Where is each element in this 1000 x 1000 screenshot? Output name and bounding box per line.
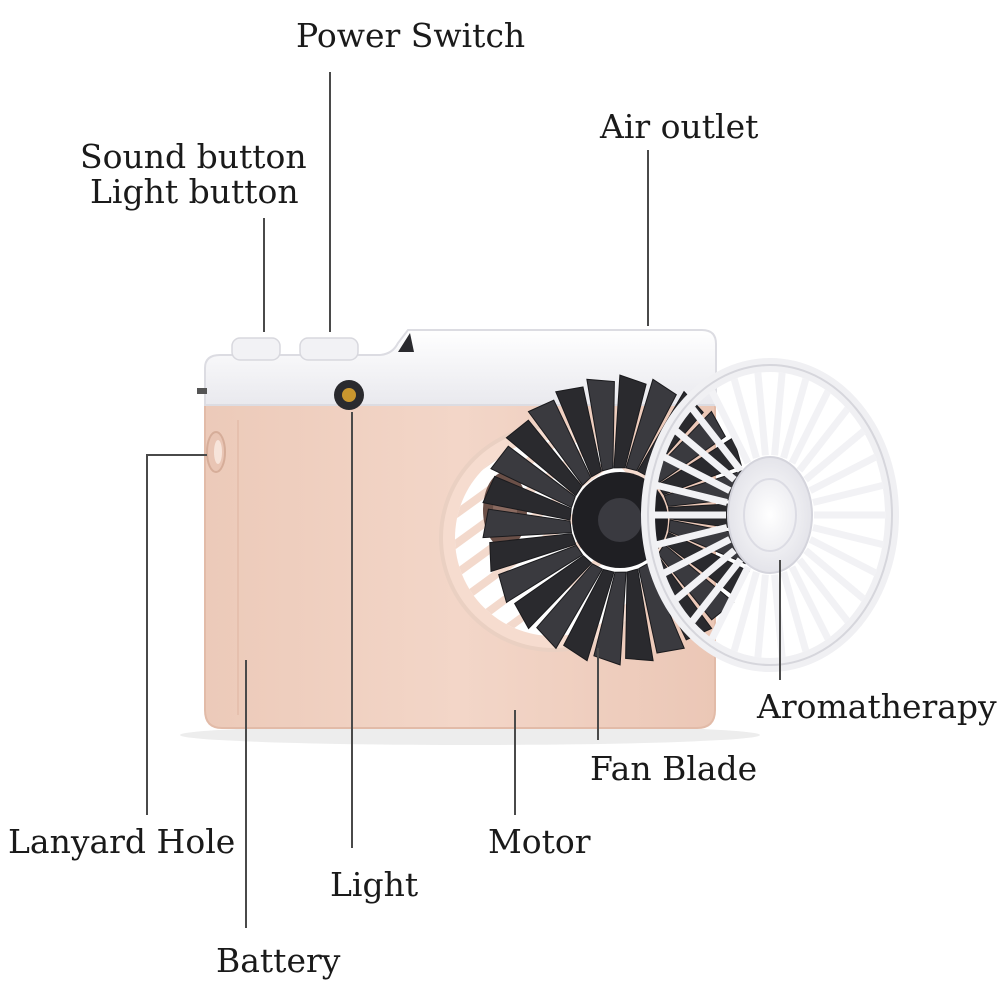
aroma-grille-spoke xyxy=(730,378,760,459)
top-notch xyxy=(398,333,414,352)
aroma-grille-spoke xyxy=(655,524,728,549)
sound-light-button-icon xyxy=(231,337,281,361)
light-lens-core xyxy=(342,388,356,402)
fan-blade-segment xyxy=(513,555,593,630)
aroma-grille-spoke xyxy=(754,574,769,658)
label-air-outlet: Air outlet xyxy=(600,107,759,146)
fan-blade-segment xyxy=(625,378,677,472)
label-motor: Motor xyxy=(488,822,591,861)
aroma-grille-spoke xyxy=(708,565,752,641)
aroma-grille-spoke xyxy=(655,481,728,506)
aroma-grille-spoke xyxy=(808,453,878,494)
aroma-grille-spoke xyxy=(812,524,885,549)
aroma-grille-spoke xyxy=(812,481,885,506)
lanyard-hole-inner xyxy=(214,440,222,464)
aroma-grille-spoke xyxy=(796,557,851,624)
aroma-grille-spoke xyxy=(803,547,867,602)
label-aromatherapy: Aromatherapy xyxy=(757,687,997,726)
fan-blade-segment xyxy=(563,568,615,662)
floor-shadow xyxy=(180,725,760,745)
aroma-grille-spoke xyxy=(708,389,752,465)
aroma-grille-spoke xyxy=(673,547,737,602)
fan-blade-segment xyxy=(498,544,584,604)
aroma-grille-spoke xyxy=(754,372,769,456)
aroma-grille-spoke xyxy=(788,565,832,641)
aroma-grille-spoke xyxy=(796,406,851,473)
label-light-button: Light button xyxy=(90,172,299,211)
aroma-grille-spoke xyxy=(730,571,760,652)
aroma-grille-spoke xyxy=(689,557,744,624)
fan-blade-segment xyxy=(536,563,603,650)
side-port xyxy=(197,388,207,394)
label-battery: Battery xyxy=(216,941,341,980)
aroma-grille-rim-edge xyxy=(647,364,893,666)
fan-blade-segment xyxy=(586,378,615,472)
aroma-grille-spoke xyxy=(662,453,732,494)
aroma-grille-spoke xyxy=(803,428,867,483)
aroma-grille-spoke xyxy=(788,389,832,465)
label-sound-button: Sound button xyxy=(80,137,307,176)
aroma-grille-spoke xyxy=(780,378,810,459)
fan-blade-hub-cap xyxy=(598,498,642,542)
aroma-grille-spoke xyxy=(780,571,810,652)
label-lanyard-hole: Lanyard Hole xyxy=(8,822,236,861)
fan-blade-segment xyxy=(625,568,654,662)
fan-blade-segment xyxy=(482,508,573,539)
aroma-grille-spokes xyxy=(654,372,886,658)
fan-blade-segment xyxy=(489,533,577,573)
aromatherapy-icon xyxy=(727,456,813,574)
aroma-grille-spoke xyxy=(808,536,878,577)
leader-lanyard-hole xyxy=(146,454,207,815)
fan-blade-segment xyxy=(505,419,583,497)
fan-blade-segment xyxy=(593,571,627,666)
label-light: Light xyxy=(330,865,419,904)
fan-blade-segment xyxy=(555,386,602,478)
fan-blade-segment xyxy=(527,399,592,486)
leader-lines xyxy=(146,72,781,928)
aroma-grille-spoke xyxy=(689,406,744,473)
label-fan-blade: Fan Blade xyxy=(590,749,758,788)
aroma-grille-spoke xyxy=(662,536,732,577)
fan-blade-segment xyxy=(490,445,576,509)
label-power-switch: Power Switch xyxy=(296,16,526,55)
fan-blade-segment xyxy=(638,562,685,654)
aroma-grille-spoke xyxy=(673,428,737,483)
power-switch-icon xyxy=(299,337,359,361)
aroma-grille-spoke xyxy=(771,372,786,456)
aroma-hub-inner xyxy=(743,478,797,552)
fan-blade-segment xyxy=(482,475,572,521)
fan-blade-segment xyxy=(613,374,647,469)
